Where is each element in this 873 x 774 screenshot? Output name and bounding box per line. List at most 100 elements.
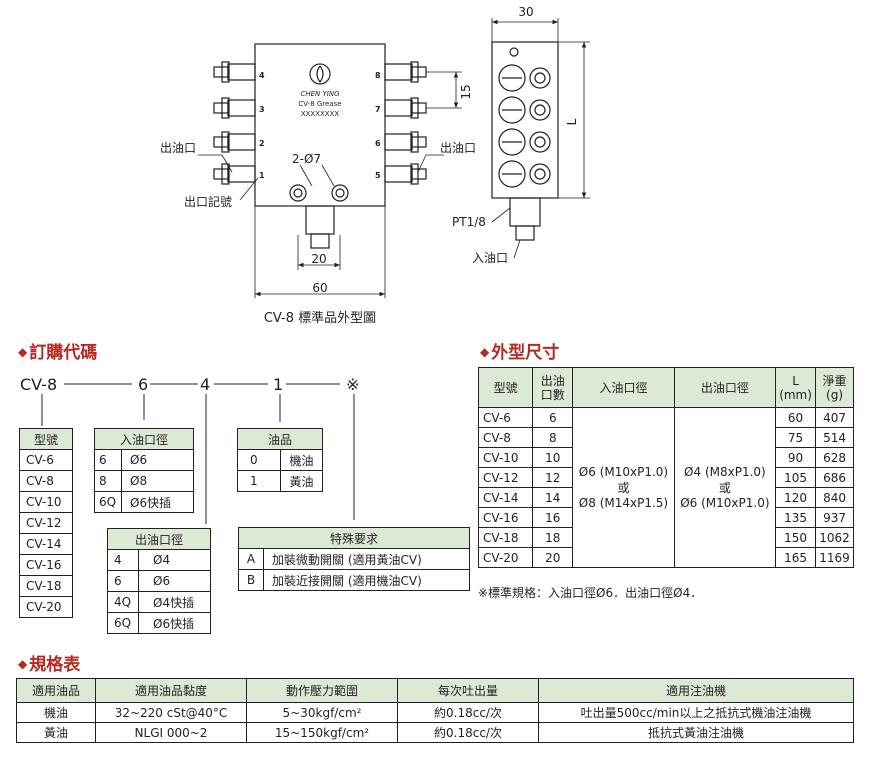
outlet-code: 4Q: [107, 591, 139, 613]
code-special: ※: [346, 375, 359, 394]
spec-header: 適用油品黏度: [95, 678, 247, 703]
spec-header: 每次吐出量: [397, 678, 539, 703]
dim-model: CV-18: [477, 527, 534, 548]
model-row: CV-10: [19, 491, 73, 513]
inlet-code: 6: [94, 449, 122, 471]
drawing-caption: CV-8 標準品外型圖: [264, 310, 376, 326]
dim-model: CV-12: [477, 467, 534, 488]
dimensions-table: 型號 出油口數 入油口徑 出油口徑 L (mm) 淨重 (g) CV-6 6 Ø…: [477, 367, 854, 568]
dim-model: CV-10: [477, 447, 534, 468]
dim-outlets: 18: [532, 527, 574, 548]
oil-code: 0: [237, 449, 281, 471]
order-code-title: ◆訂購代碼: [18, 343, 98, 363]
oil-value: 機油: [280, 449, 323, 471]
dim-model: CV-8: [477, 427, 534, 448]
code-model: CV-8: [20, 375, 57, 394]
dim-model: CV-20: [477, 547, 534, 568]
dim-weight: 686: [815, 467, 854, 488]
spec-header: 適用注油機: [538, 678, 854, 703]
spec-cell: 約0.18cc/次: [397, 702, 539, 723]
port-num: 4: [259, 71, 265, 80]
dim-60: 60: [312, 281, 327, 295]
logo-brand: CHEN YING: [300, 90, 340, 98]
logo-model: CV-8 Grease: [298, 100, 341, 108]
inlet-value: Ø8: [121, 470, 194, 492]
dim-weight: 407: [815, 407, 854, 428]
model-row: CV-14: [19, 533, 73, 555]
model-row: CV-18: [19, 575, 73, 597]
outlet-code: 6Q: [107, 612, 139, 634]
outlet-code: 4: [107, 549, 139, 571]
spec-cell: 32~220 cSt@40°C: [95, 702, 247, 723]
dim-model: CV-14: [477, 487, 534, 508]
spec-cell: 吐出量500cc/min以上之抵抗式機油注油機: [538, 702, 854, 723]
dimensions-note: ※標準規格：入油口徑Ø6．出油口徑Ø4．: [478, 586, 703, 600]
special-table-header: 特殊要求: [238, 527, 470, 549]
outlet-value: Ø4: [138, 549, 211, 571]
dim-outlets: 6: [532, 407, 574, 428]
dim-outlets: 8: [532, 427, 574, 448]
dim-L: 60: [775, 407, 817, 428]
order-code-lines: CV-8 6 4 1 ※: [20, 375, 359, 524]
spec-cell: NLGI 000~2: [95, 722, 247, 743]
dim-weight: 840: [815, 487, 854, 508]
spec-title: ◆規格表: [18, 655, 81, 675]
dim-model: CV-6: [477, 407, 534, 428]
model-row: CV-16: [19, 554, 73, 576]
dim-header: 入油口徑: [572, 367, 675, 408]
dim-header: 出油口徑: [673, 367, 777, 408]
spec-cell: 黃油: [16, 722, 96, 743]
outlet-value: Ø4快插: [138, 591, 211, 613]
inlet-table-header: 入油口徑: [94, 428, 194, 450]
code-inlet: 6: [138, 375, 148, 394]
diamond-icon: ◆: [480, 345, 490, 359]
logo-serial: XXXXXXXX: [301, 110, 340, 118]
label-outlet-mark: 出口記號: [184, 194, 232, 209]
inlet-value: Ø6: [121, 449, 194, 471]
port-num: 7: [375, 105, 381, 114]
diamond-icon: ◆: [18, 657, 28, 671]
dim-L: 135: [775, 507, 817, 528]
code-oil: 1: [273, 375, 283, 394]
model-row: CV-20: [19, 596, 73, 618]
label-holes: 2-Ø7: [292, 152, 321, 166]
label-thread: PT1/8: [452, 215, 486, 229]
inlet-code: 6Q: [94, 491, 122, 513]
right-fittings: [384, 61, 427, 185]
label-outlet-right: 出油口: [440, 141, 476, 155]
dim-header: L (mm): [775, 367, 817, 408]
left-fittings: [213, 61, 256, 185]
oil-value: 黃油: [280, 470, 323, 492]
dim-20: 20: [311, 252, 326, 266]
dim-weight: 628: [815, 447, 854, 468]
outlet-value: Ø6: [138, 570, 211, 592]
special-code: B: [238, 569, 264, 591]
port-num: 3: [259, 105, 265, 114]
special-value: 加裝近接開關 (適用機油CV): [263, 569, 470, 591]
spec-header: 動作壓力範圍: [246, 678, 398, 703]
port-num: 1: [259, 171, 265, 180]
model-row: CV-12: [19, 512, 73, 534]
dim-weight: 514: [815, 427, 854, 448]
spec-cell: 機油: [16, 702, 96, 723]
dim-30: 30: [518, 5, 533, 19]
dim-L: 90: [775, 447, 817, 468]
dim-header: 淨重 (g): [815, 367, 854, 408]
spec-cell: 15~150kgf/cm²: [246, 722, 398, 743]
dim-weight: 937: [815, 507, 854, 528]
model-table: 型號 CV-6 CV-8 CV-10 CV-12 CV-14 CV-16 CV-…: [19, 428, 73, 618]
diamond-icon: ◆: [18, 345, 28, 359]
dim-L: 150: [775, 527, 817, 548]
inlet-code: 8: [94, 470, 122, 492]
special-code: A: [238, 548, 264, 570]
dim-L: 165: [775, 547, 817, 568]
port-num: 6: [375, 139, 381, 148]
model-table-header: 型號: [19, 428, 73, 450]
inlet-value: Ø6快插: [121, 491, 194, 513]
spec-header: 適用油品: [16, 678, 96, 703]
dim-weight: 1062: [815, 527, 854, 548]
